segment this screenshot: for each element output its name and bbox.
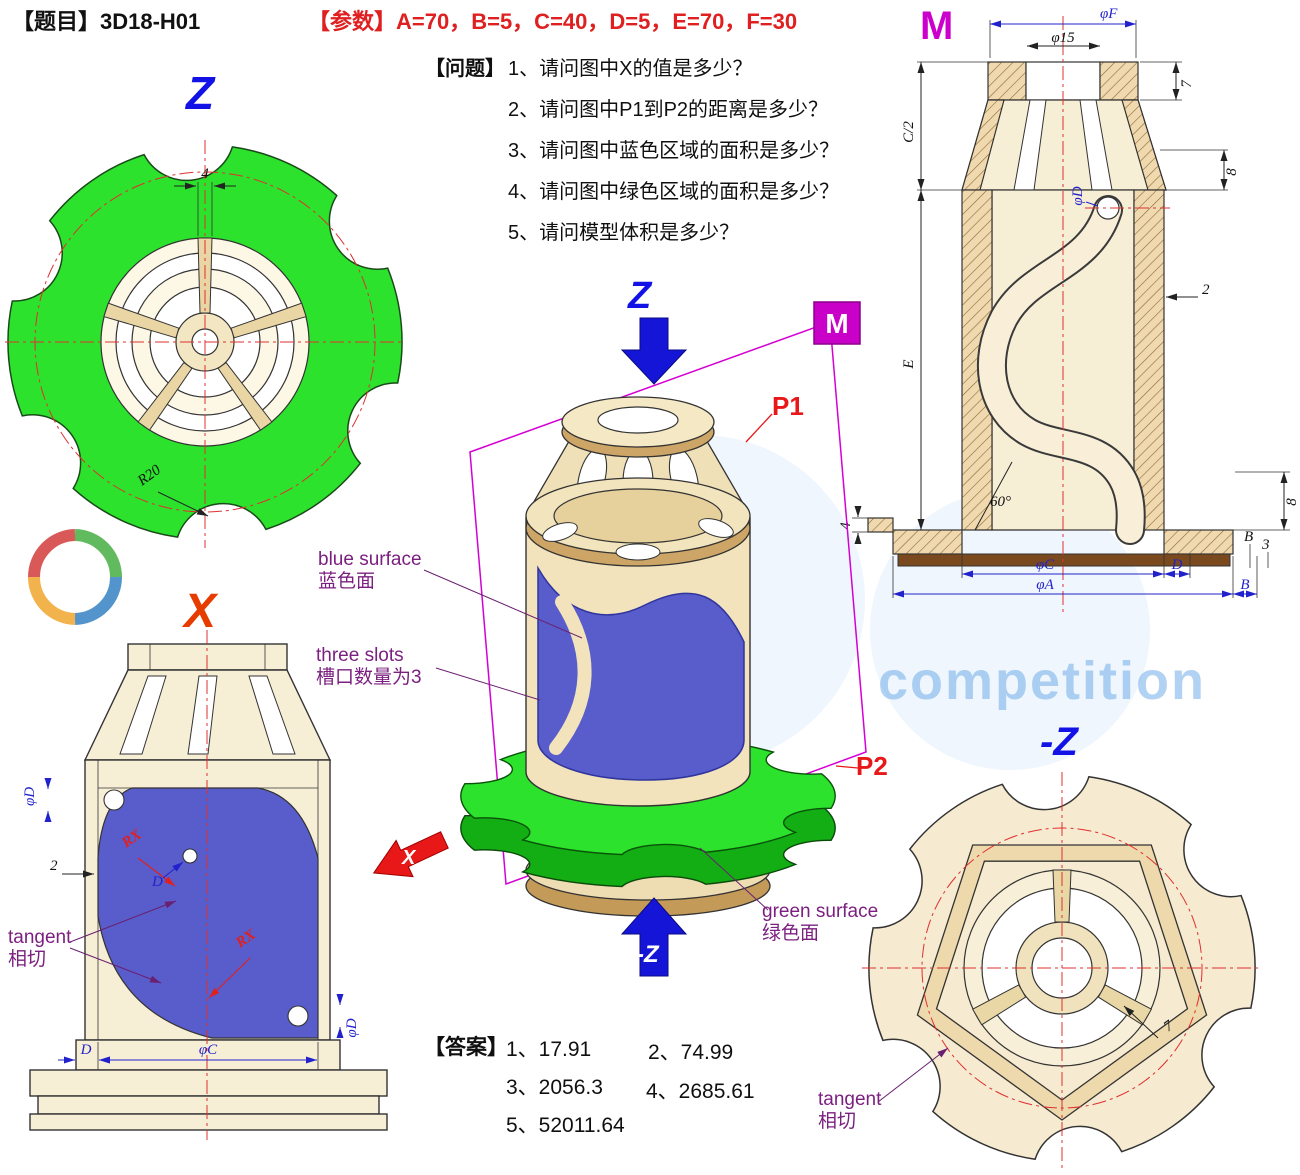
m-dim-d-label: D xyxy=(1171,557,1183,573)
negz-spokes xyxy=(972,869,1153,1026)
m-chamfer-60 xyxy=(974,461,1040,531)
x-cage-slot xyxy=(248,675,296,755)
x-dim-phid-top-label: φD xyxy=(22,787,38,806)
x-flange-1 xyxy=(75,1039,341,1071)
m-base-strip xyxy=(897,553,1231,567)
green-surface-leader xyxy=(699,847,769,911)
x-dim-phid-bot-label: φD xyxy=(344,1018,360,1037)
m-dim-chalf-label: C/2 xyxy=(901,121,917,143)
m-dim-bbot-label: B xyxy=(1240,577,1249,593)
iso-s-ribbon xyxy=(549,595,592,755)
iso-top-hole xyxy=(597,406,679,434)
p1-leader xyxy=(745,413,773,443)
m-dim-phi15-label: φ15 xyxy=(1051,30,1075,46)
m-dim-phi-f-label: φF xyxy=(1100,6,1118,22)
negz-pentagon-band xyxy=(916,844,1208,1121)
m-dim-e: E xyxy=(901,190,925,530)
m-flange-left xyxy=(892,529,963,555)
x-dim-d-mid: D xyxy=(151,861,184,890)
x-dim-phi-d-bottom: φD xyxy=(336,994,360,1038)
blue-surface-leader xyxy=(423,569,583,639)
m-s-groove xyxy=(977,195,1146,545)
x-dim-bottom-row: D φC xyxy=(58,1042,319,1070)
z-spokes xyxy=(103,237,307,431)
z-dim-4: 4 xyxy=(201,166,209,182)
m-top-wall-left xyxy=(987,61,1027,101)
view-isometric: M X xyxy=(372,301,867,977)
view-m-section: φF φ15 7 C/2 8 xyxy=(838,6,1300,612)
m-dim-2-label: 2 xyxy=(1202,282,1210,298)
m-dim-4-label: 4 xyxy=(838,522,854,530)
x-flange-2 xyxy=(29,1069,388,1097)
m-top-wall-right xyxy=(1099,61,1139,101)
x-cage-slot xyxy=(187,675,218,755)
m-dim-phid-label: φD xyxy=(1070,186,1086,205)
z-dim-slot-width: 4 xyxy=(174,166,236,236)
m-dim-2: 2 xyxy=(1166,282,1210,301)
iso-ring-slot xyxy=(542,522,578,542)
iso-blue-surface xyxy=(537,565,745,781)
x-dim-dmid-label: D xyxy=(151,874,163,890)
p2-leader xyxy=(835,765,859,769)
x-direction-arrow-label: X xyxy=(401,847,417,869)
m-dim-b-3: B 3 xyxy=(1244,529,1270,568)
m-dim-b-label: B xyxy=(1244,529,1253,545)
m-flange-right xyxy=(1163,529,1234,555)
m-dim-phi-15: φ15 xyxy=(1027,30,1100,50)
negz-centerlines xyxy=(862,772,1262,1168)
x-dim-dbot-label: D xyxy=(80,1042,92,1058)
x-cage-slot xyxy=(119,675,167,755)
iso-section-plane xyxy=(469,320,867,886)
x-dim-2-label: 2 xyxy=(50,858,58,874)
m-dim-phia-label: φA xyxy=(1036,577,1054,593)
m-body-wall-right xyxy=(1133,189,1165,531)
view-x-front: φD 2 RX RX D φD xyxy=(22,630,388,1140)
m-dim-phi-d: φD xyxy=(1070,186,1099,207)
m-flange-tab xyxy=(867,517,894,533)
m-dim-d: D xyxy=(1164,554,1191,578)
iso-m-flag xyxy=(813,301,861,345)
iso-body-ring-inner xyxy=(553,488,723,544)
x-dim-2: 2 xyxy=(50,858,94,878)
view-z-top: 4 R20 xyxy=(5,140,405,548)
x-flange-4 xyxy=(29,1113,388,1131)
z-centerlines xyxy=(5,140,405,548)
x-hole-bottom xyxy=(287,1005,309,1027)
m-dim-phic-label: φC xyxy=(1036,557,1055,573)
m-dim-8bot-label: 8 xyxy=(1284,498,1300,506)
m-dim-phi-f: φF xyxy=(989,6,1137,58)
m-dim-e-label: E xyxy=(901,359,917,369)
m-dim-phi-c: φC xyxy=(961,554,1165,578)
watermark-text: competition xyxy=(878,651,1206,711)
m-dim-7: 7 xyxy=(1140,61,1195,101)
iso-m-flag-label: M xyxy=(825,308,848,339)
x-hole-top xyxy=(103,789,125,811)
x-dim-phi-d-top: φD xyxy=(22,778,52,822)
x-direction-arrow xyxy=(372,831,449,878)
x-hole-mid xyxy=(182,848,198,864)
view-negz-bottom: 7 xyxy=(862,772,1262,1168)
m-dim-8-bottom: 8 xyxy=(1233,471,1300,531)
m-dim-b-bottom: B xyxy=(1233,556,1258,598)
x-flange-3 xyxy=(37,1095,380,1115)
m-dim-7-label: 7 xyxy=(1179,79,1195,88)
x-dim-phic-label: φC xyxy=(199,1042,218,1058)
m-dim-8top-label: 8 xyxy=(1224,168,1240,176)
m-dim-c-half: C/2 xyxy=(901,61,988,191)
z-direction-arrow xyxy=(620,317,688,385)
watermark-logo xyxy=(28,529,122,625)
negz-tangent-leader xyxy=(877,1047,949,1103)
iso-ring-slot xyxy=(698,518,734,538)
m-dim-3-label: 3 xyxy=(1261,537,1270,553)
m-dim-4: 4 xyxy=(838,506,868,544)
three-slots-leader xyxy=(435,667,541,701)
x-tangent-leaders xyxy=(69,900,177,984)
x-blue-region xyxy=(97,787,319,1039)
m-dim-60-label: 60° xyxy=(990,494,1011,510)
iso-ring-slot xyxy=(615,543,661,561)
negz-direction-arrow xyxy=(620,897,688,977)
m-dim-8-top: 8 xyxy=(1160,149,1240,191)
